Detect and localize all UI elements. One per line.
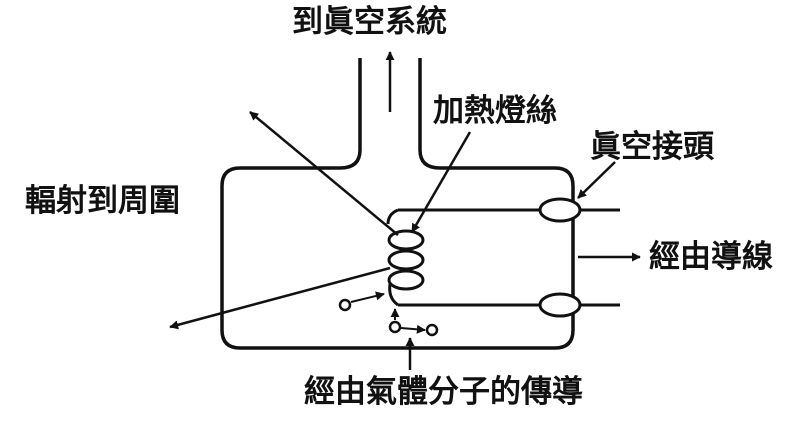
label-vacuum-connector: 眞空接頭: [590, 129, 714, 165]
label-via-wires: 經由導線: [649, 239, 773, 275]
molecule-arrow-3: [400, 324, 426, 334]
label-gas-conduction: 經由氣體分子的傳導: [304, 374, 583, 410]
label-to-vacuum-system: 到眞空系統: [292, 4, 447, 40]
label-heating-filament: 加熱燈絲: [433, 93, 557, 129]
upper-seal: [538, 197, 582, 223]
filament-pointer: [410, 131, 472, 233]
lower-seal: [538, 292, 582, 318]
radiation-arrow-upper: [249, 111, 399, 236]
coil-filament: [386, 208, 425, 307]
label-radiation: 輻射到周圍: [25, 183, 180, 219]
radiation-arrow-lower: [169, 266, 391, 330]
gas-molecules: [338, 298, 439, 337]
connector-pointer: [577, 161, 616, 199]
molecule-arrow-1: [350, 291, 385, 303]
vessel-outline: [220, 58, 575, 350]
